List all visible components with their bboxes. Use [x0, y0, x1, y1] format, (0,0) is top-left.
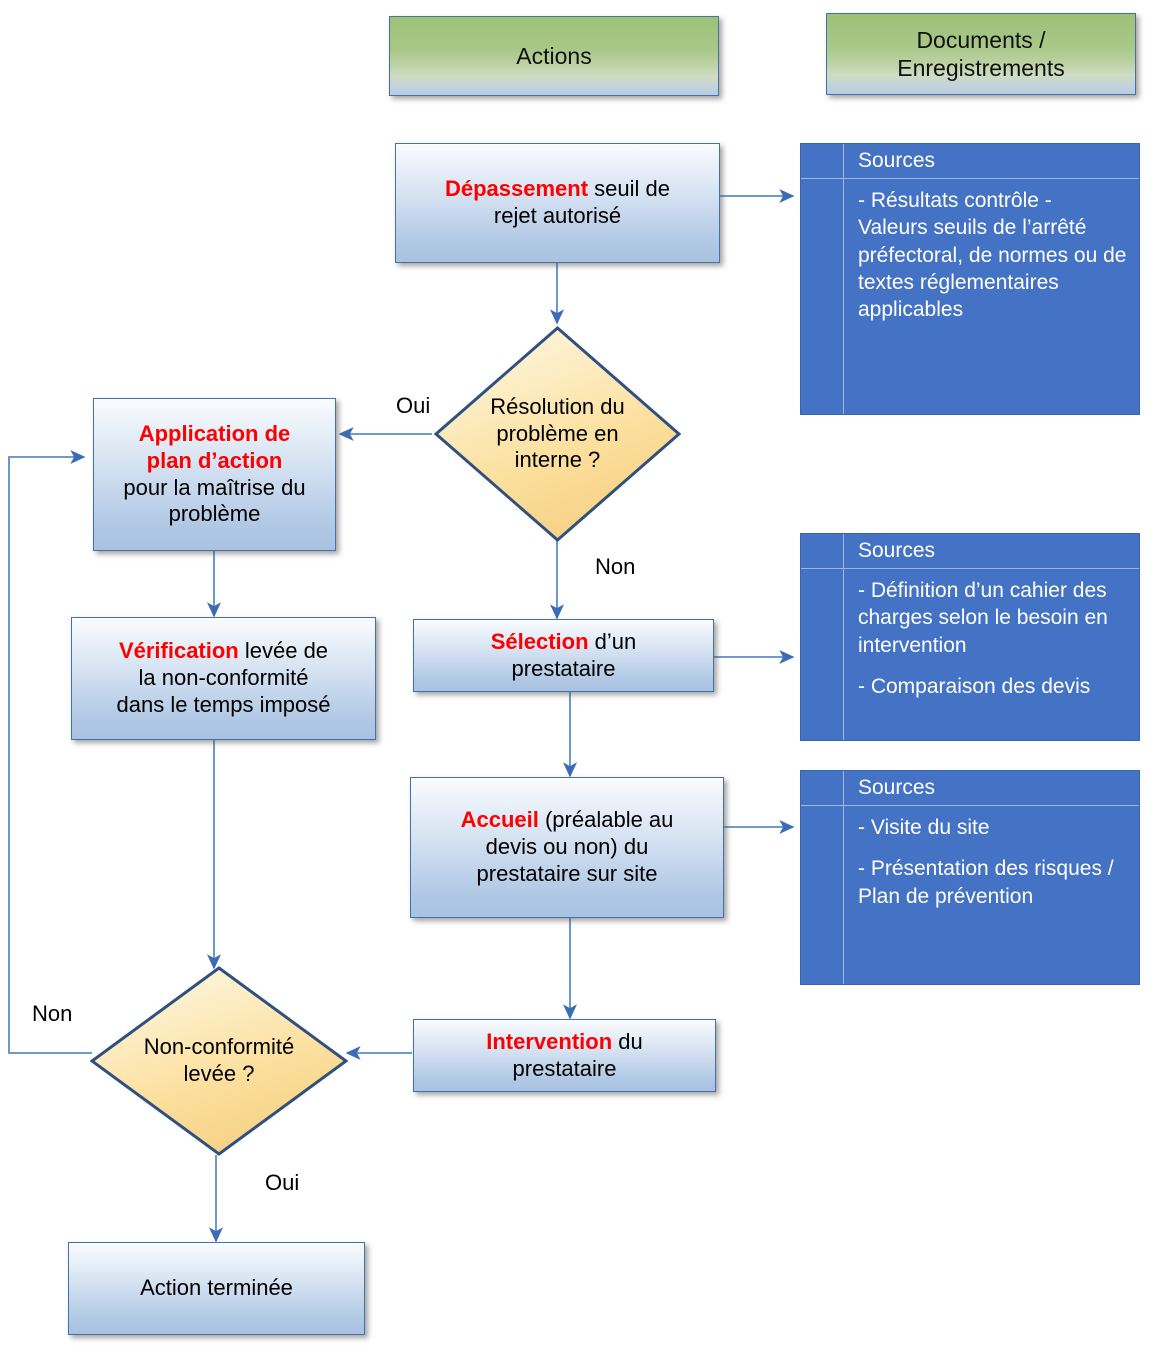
- node-accueil[interactable]: Accueil (préalable au devis ou non) du p…: [410, 777, 724, 918]
- node-plan-action-keyword-line1: Application de: [138, 420, 291, 446]
- decision-resolution-line2: problème en: [496, 420, 619, 446]
- sources-table-3-body: - Visite du site - Présentation des risq…: [844, 806, 1139, 984]
- node-depassement-line2: rejet autorisé: [493, 203, 622, 228]
- sources-table-3: Sources - Visite du site - Présentation …: [800, 770, 1140, 985]
- node-verification-line2: la non-conformité: [138, 665, 309, 691]
- node-accueil-line3: prestataire sur site: [476, 860, 658, 886]
- node-accueil-line2: devis ou non) du: [485, 834, 649, 860]
- edge-label-non-resolution: Non: [595, 554, 636, 579]
- decision-conformite-line1: Non-conformité: [143, 1034, 295, 1060]
- sources-table-1-header: Sources: [858, 149, 936, 172]
- node-depassement[interactable]: Dépassement seuil de rejet autorisé: [395, 143, 720, 263]
- node-accueil-rest: (préalable au: [538, 807, 674, 833]
- node-action-terminee-label: Action terminée: [140, 1275, 293, 1301]
- sources-table-1-body-row: - Résultats contrôle - Valeurs seuils de…: [801, 179, 1139, 414]
- sources-table-2-header: Sources: [858, 539, 936, 562]
- node-depassement-keyword: Dépassement: [444, 176, 589, 202]
- sources-gutter: [801, 771, 844, 805]
- node-verification[interactable]: Vérification levée de la non-conformité …: [71, 617, 376, 740]
- decision-non-conformite-levee[interactable]: Non-conformité levée ?: [90, 966, 348, 1156]
- node-verification-line3: dans le temps imposé: [116, 691, 331, 717]
- sources-table-2: Sources - Définition d’un cahier des cha…: [800, 533, 1140, 741]
- sources-table-3-body-row: - Visite du site - Présentation des risq…: [801, 806, 1139, 984]
- node-plan-action-line4: problème: [168, 501, 261, 527]
- header-documents: Documents / Enregistrements: [826, 13, 1136, 95]
- sources-item: - Définition d’un cahier des charges sel…: [858, 579, 1108, 657]
- node-intervention-rest: du: [612, 1028, 643, 1054]
- decision-resolution-interne[interactable]: Résolution du problème en interne ?: [434, 326, 681, 542]
- sources-gutter: [801, 569, 844, 740]
- sources-item: - Comparaison des devis: [858, 674, 1091, 698]
- decision-resolution-line3: interne ?: [514, 447, 601, 473]
- decision-resolution-line1: Résolution du: [490, 393, 625, 419]
- node-plan-action[interactable]: Application de plan d’action pour la maî…: [93, 398, 336, 551]
- sources-gutter: [801, 144, 844, 178]
- decision-conformite-line2: levée ?: [183, 1061, 255, 1086]
- sources-table-2-header-row: Sources: [801, 534, 1139, 569]
- sources-table-3-header-row: Sources: [801, 771, 1139, 806]
- sources-table-1-body: - Résultats contrôle - Valeurs seuils de…: [844, 179, 1139, 414]
- node-intervention-line2: prestataire: [512, 1055, 617, 1081]
- node-intervention-keyword: Intervention: [486, 1028, 613, 1054]
- sources-item: - Résultats contrôle - Valeurs seuils de…: [858, 189, 1127, 322]
- node-plan-action-keyword-line2: plan d’action: [146, 447, 283, 473]
- edge-label-non-conformite: Non: [32, 1001, 73, 1026]
- sources-gutter: [801, 534, 844, 568]
- node-intervention[interactable]: Intervention du prestataire: [413, 1019, 716, 1092]
- sources-item: - Présentation des risques / Plan de pré…: [858, 857, 1114, 908]
- sources-table-2-body: - Définition d’un cahier des charges sel…: [844, 569, 1139, 740]
- node-verification-keyword: Vérification: [118, 638, 239, 664]
- node-action-terminee[interactable]: Action terminée: [68, 1242, 365, 1335]
- sources-table-2-body-row: - Définition d’un cahier des charges sel…: [801, 569, 1139, 740]
- header-actions: Actions: [389, 16, 719, 96]
- node-accueil-keyword: Accueil: [460, 807, 539, 833]
- sources-table-1: Sources - Résultats contrôle - Valeurs s…: [800, 143, 1140, 415]
- sources-item: - Visite du site: [858, 816, 990, 839]
- node-selection-keyword: Sélection: [490, 628, 589, 654]
- node-selection-rest: d’un: [588, 628, 637, 654]
- edge-non-loop-to-plan-action: [8, 449, 92, 1054]
- sources-table-1-header-row: Sources: [801, 144, 1139, 179]
- node-depassement-rest: seuil de: [588, 176, 671, 202]
- node-selection-line2: prestataire: [511, 655, 616, 681]
- sources-gutter: [801, 179, 844, 414]
- node-plan-action-line3: pour la maîtrise du: [123, 474, 306, 500]
- header-documents-line2: Enregistrements: [897, 55, 1065, 81]
- header-actions-label: Actions: [516, 42, 592, 69]
- node-verification-rest: levée de: [238, 638, 329, 664]
- diamond-shape-icon: [90, 966, 348, 1156]
- edge-label-oui-resolution: Oui: [396, 393, 431, 418]
- sources-table-3-header: Sources: [858, 776, 936, 799]
- header-documents-line1: Documents /: [916, 26, 1046, 53]
- sources-gutter: [801, 806, 844, 984]
- node-selection[interactable]: Sélection d’un prestataire: [413, 619, 714, 692]
- edge-label-oui-conformite: Oui: [265, 1170, 300, 1195]
